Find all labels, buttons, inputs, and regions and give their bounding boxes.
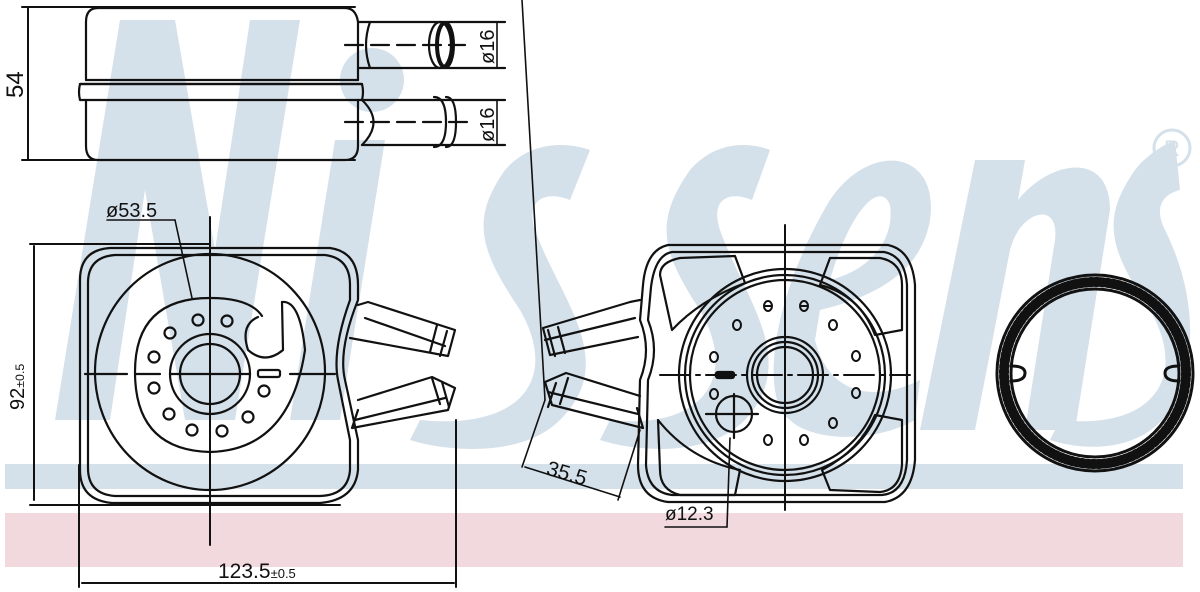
registered-mark-icon: R	[1152, 128, 1192, 168]
rear-view	[521, 0, 917, 528]
side-view	[21, 6, 507, 162]
watermark-pink-band	[5, 513, 1183, 567]
watermark-blue-band	[5, 464, 1183, 489]
front-view	[29, 216, 457, 588]
gasket-view	[995, 273, 1195, 473]
svg-text:R: R	[1164, 136, 1180, 161]
